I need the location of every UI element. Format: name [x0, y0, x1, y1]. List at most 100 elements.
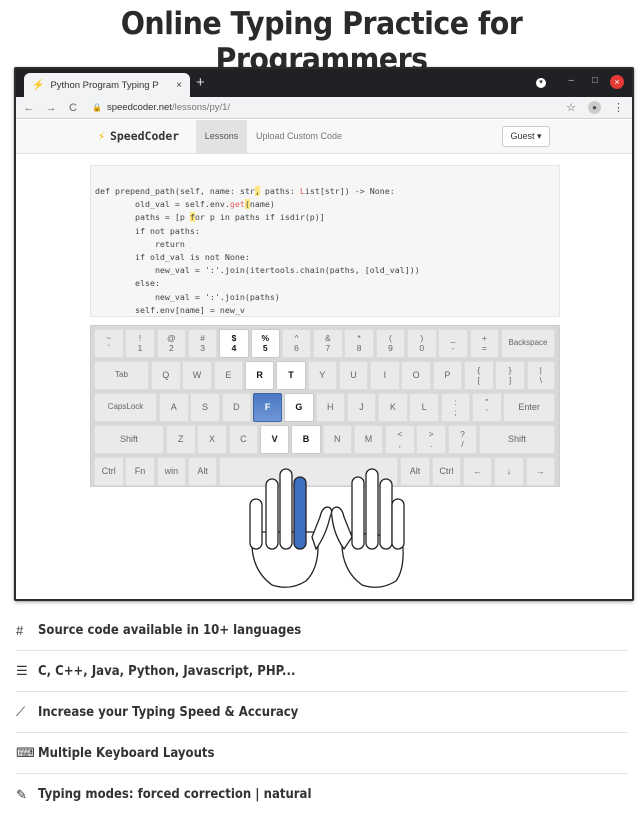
key-w[interactable]: W — [182, 361, 212, 390]
brand-bolt-icon: ⚡ — [98, 129, 105, 143]
profile-menu-icon[interactable]: ▾ — [536, 78, 546, 88]
key-punct-1[interactable]: "' — [472, 393, 502, 422]
key-3[interactable]: #3 — [187, 329, 218, 358]
key-shift-right[interactable]: Shift — [479, 425, 555, 454]
key-shift-symbol: ^ — [294, 333, 299, 344]
key-ctrl-left[interactable]: Ctrl — [94, 457, 124, 486]
key-1[interactable]: !1 — [125, 329, 155, 358]
key-p[interactable]: P — [432, 361, 463, 390]
key-punct-0[interactable]: :; — [440, 393, 471, 422]
back-button[interactable]: ← — [23, 101, 35, 114]
key--[interactable]: _- — [438, 329, 468, 358]
feature-text: Multiple Keyboard Layouts — [38, 745, 215, 761]
key-h[interactable]: H — [315, 393, 345, 422]
key-f[interactable]: F — [252, 393, 283, 422]
key-k[interactable]: K — [378, 393, 408, 422]
key-u[interactable]: U — [338, 361, 369, 390]
key-`[interactable]: ~` — [94, 329, 124, 358]
key-shift-symbol: ? — [460, 429, 465, 440]
maximize-button[interactable]: □ — [591, 75, 598, 86]
key-=[interactable]: += — [469, 329, 500, 358]
nav-upload-custom-code[interactable]: Upload Custom Code — [256, 131, 343, 141]
key-0[interactable]: )0 — [407, 329, 437, 358]
browser-menu-icon[interactable]: ⋮ — [613, 102, 624, 114]
key-alt-right[interactable]: Alt — [400, 457, 430, 486]
new-tab-button[interactable]: + — [196, 74, 205, 91]
key-y[interactable]: Y — [307, 361, 337, 390]
key-enter[interactable]: Enter — [503, 393, 555, 422]
key-j[interactable]: J — [346, 393, 377, 422]
forward-button[interactable]: → — [45, 101, 57, 114]
key-d[interactable]: D — [221, 393, 252, 422]
key-arrow-down[interactable]: ↓ — [494, 457, 524, 486]
key-q[interactable]: Q — [151, 361, 181, 390]
key-b[interactable]: B — [291, 425, 321, 454]
key-s[interactable]: S — [190, 393, 220, 422]
key-a[interactable]: A — [159, 393, 189, 422]
site-brand[interactable]: ⚡SpeedCoder — [98, 129, 179, 143]
key-backspace[interactable]: Backspace — [500, 329, 555, 358]
key-punct-4[interactable]: ?/ — [447, 425, 478, 454]
reload-button[interactable]: C — [69, 101, 77, 114]
tab-close-icon[interactable]: × — [176, 79, 182, 91]
key-label: Z — [178, 433, 184, 444]
code-text: def prepend_path(self, name: str — [95, 186, 255, 196]
key-l[interactable]: L — [409, 393, 439, 422]
key-fn-left[interactable]: Fn — [125, 457, 155, 486]
key-arrow-right[interactable]: → — [525, 457, 555, 486]
key-m[interactable]: M — [353, 425, 384, 454]
key-x[interactable]: X — [197, 425, 227, 454]
key-capslock[interactable]: CapsLock — [94, 393, 157, 422]
key-bracket-0[interactable]: {[ — [464, 361, 494, 390]
key-punct-2[interactable]: <, — [385, 425, 415, 454]
key-2[interactable]: @2 — [156, 329, 187, 358]
key-i[interactable]: I — [370, 361, 400, 390]
key-tab[interactable]: Tab — [94, 361, 149, 390]
key-n[interactable]: N — [322, 425, 352, 454]
key-g[interactable]: G — [284, 393, 314, 422]
window-close-button[interactable]: × — [610, 75, 624, 89]
key-c[interactable]: C — [228, 425, 259, 454]
key-6[interactable]: ^6 — [281, 329, 312, 358]
url-field[interactable]: speedcoder.net/lessons/py/1/ — [107, 102, 230, 113]
account-avatar-icon[interactable]: ● — [588, 101, 601, 114]
nav-lessons[interactable]: Lessons — [196, 120, 247, 153]
key-5[interactable]: %5 — [250, 329, 280, 358]
right-pinky-finger — [391, 498, 405, 550]
key-8[interactable]: *8 — [344, 329, 374, 358]
key-9[interactable]: (9 — [375, 329, 406, 358]
key-win-left[interactable]: win — [156, 457, 187, 486]
key-z[interactable]: Z — [166, 425, 196, 454]
key-punct-3[interactable]: >. — [416, 425, 446, 454]
key-shift-symbol: % — [261, 333, 270, 344]
code-editor[interactable]: def prepend_path(self, name: str, paths:… — [90, 165, 560, 317]
key-o[interactable]: O — [401, 361, 431, 390]
key-ctrl-right[interactable]: Ctrl — [431, 457, 462, 486]
code-line: if old_val is not None: — [95, 252, 250, 262]
bookmark-star-icon[interactable]: ☆ — [566, 102, 576, 114]
key-7[interactable]: &7 — [313, 329, 343, 358]
key-symbol: ' — [485, 406, 488, 417]
key-4[interactable]: $4 — [219, 329, 249, 358]
key-shift-left[interactable]: Shift — [94, 425, 164, 454]
chart-line-icon: ⟋ — [16, 704, 26, 719]
minimize-button[interactable]: – — [568, 75, 574, 86]
cursor-highlight: , — [254, 186, 260, 196]
key-v[interactable]: V — [259, 425, 290, 454]
key-arrow-left[interactable]: ← — [462, 457, 493, 486]
key-e[interactable]: E — [213, 361, 244, 390]
page-headline: Online Typing Practice for Programmers — [120, 6, 523, 78]
browser-tab[interactable]: ⚡ Python Program Typing P × — [24, 73, 190, 97]
key-alt-left[interactable]: Alt — [187, 457, 218, 486]
key-label: J — [359, 401, 364, 412]
key-r[interactable]: R — [244, 361, 275, 390]
key-label: P — [444, 369, 451, 380]
key-bracket-2[interactable]: |\ — [526, 361, 555, 390]
key-shift-symbol: { — [477, 365, 481, 376]
key-shift-symbol: + — [481, 333, 487, 344]
guest-dropdown-button[interactable]: Guest ▾ — [502, 126, 550, 147]
key-t[interactable]: T — [276, 361, 306, 390]
feature-item: ⟋Increase your Typing Speed & Accuracy — [16, 692, 628, 733]
key-bracket-1[interactable]: }] — [495, 361, 525, 390]
